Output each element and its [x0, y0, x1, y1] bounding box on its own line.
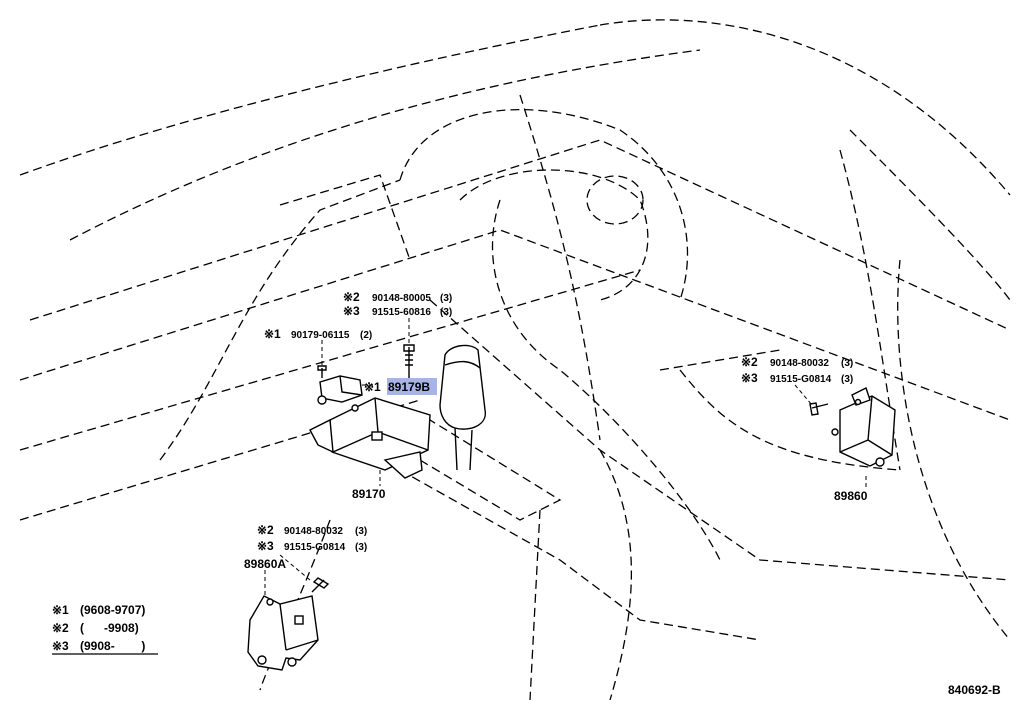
shift-lever [439, 344, 486, 471]
legend-text-2: ( -9908) [80, 621, 139, 635]
quantity: (3) [841, 374, 853, 385]
quantity: (3) [841, 358, 853, 369]
quantity: (3) [355, 542, 367, 553]
callout-symbol: ※3 [257, 539, 274, 553]
callout-symbol: ※1 [364, 380, 381, 394]
callout-11: 89860A [244, 557, 286, 571]
callout-8: 89860 [834, 489, 868, 503]
callout-10: ※3 91515-G0814 (3) [257, 539, 367, 553]
leader-lines [264, 318, 867, 596]
legend-symbol-1: ※1 [52, 603, 69, 617]
callout-7: ※3 91515-G0814 (3) [741, 371, 853, 385]
part-number: 89860 [834, 489, 868, 503]
callout-symbol: ※3 [741, 371, 758, 385]
callout-symbol: ※1 [264, 327, 281, 341]
legend: ※1 (9608-9707) ※2 ( -9908) ※3 (9908- ) [52, 603, 158, 655]
front-sensor-89860 [809, 387, 896, 467]
callout-symbol: ※2 [343, 290, 360, 304]
part-number: 90148-80005 [372, 293, 431, 304]
quantity: (3) [440, 307, 452, 318]
callout-5: 89170 [352, 487, 386, 501]
callout-symbol: ※2 [741, 355, 758, 369]
part-number: 90148-80032 [284, 526, 343, 537]
diagram-id: 840692-B [948, 683, 1001, 697]
callout-symbol: ※2 [257, 523, 274, 537]
callout-1: ※2 90148-80005 (3) [343, 290, 452, 304]
part-number-highlighted: 89179B [388, 380, 430, 394]
quantity: (3) [440, 293, 452, 304]
part-number: 91515-G0814 [770, 374, 832, 385]
callout-3: ※1 90179-06115 (2) [264, 327, 372, 341]
callout-4: ※1 89179B [364, 378, 437, 395]
front-sensor-89860a [247, 577, 330, 671]
part-number: 90179-06115 [291, 330, 350, 341]
part-number: 89860A [244, 557, 286, 571]
part-number: 89170 [352, 487, 386, 501]
callout-6: ※2 90148-80032 (3) [741, 355, 853, 369]
callout-9: ※2 90148-80032 (3) [257, 523, 367, 537]
quantity: (3) [355, 526, 367, 537]
airbag-sensor-assembly [309, 344, 431, 479]
legend-symbol-2: ※2 [52, 621, 69, 635]
part-number: 91515-60816 [372, 307, 431, 318]
highlight-box [387, 378, 437, 395]
quantity: (2) [360, 330, 372, 341]
vehicle-outline [19, 19, 1011, 701]
callout-2: ※3 91515-60816 (3) [343, 304, 452, 318]
part-number: 90148-80032 [770, 358, 829, 369]
legend-text-3: (9908- ) [80, 639, 145, 653]
legend-symbol-3: ※3 [52, 639, 69, 653]
legend-text-1: (9608-9707) [80, 603, 145, 617]
callout-symbol: ※3 [343, 304, 360, 318]
part-number: 91515-G0814 [284, 542, 346, 553]
